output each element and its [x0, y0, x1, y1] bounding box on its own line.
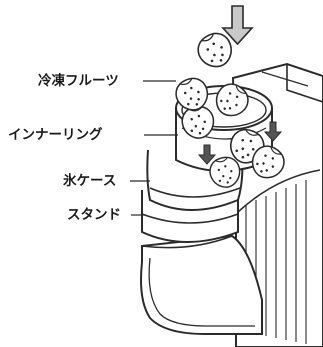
down-arrow-icon — [197, 144, 217, 165]
down-arrow-icon — [221, 5, 254, 46]
leader-lines — [130, 80, 178, 216]
stand-label: スタンド — [67, 207, 121, 223]
stand-base — [140, 234, 263, 335]
down-arrow-icon — [263, 121, 283, 142]
ice-case-label: 氷ケース — [63, 173, 117, 189]
inner-ring-label: インナーリング — [8, 127, 103, 143]
frozen-fruit-label: 冷凍フルーツ — [38, 73, 119, 89]
